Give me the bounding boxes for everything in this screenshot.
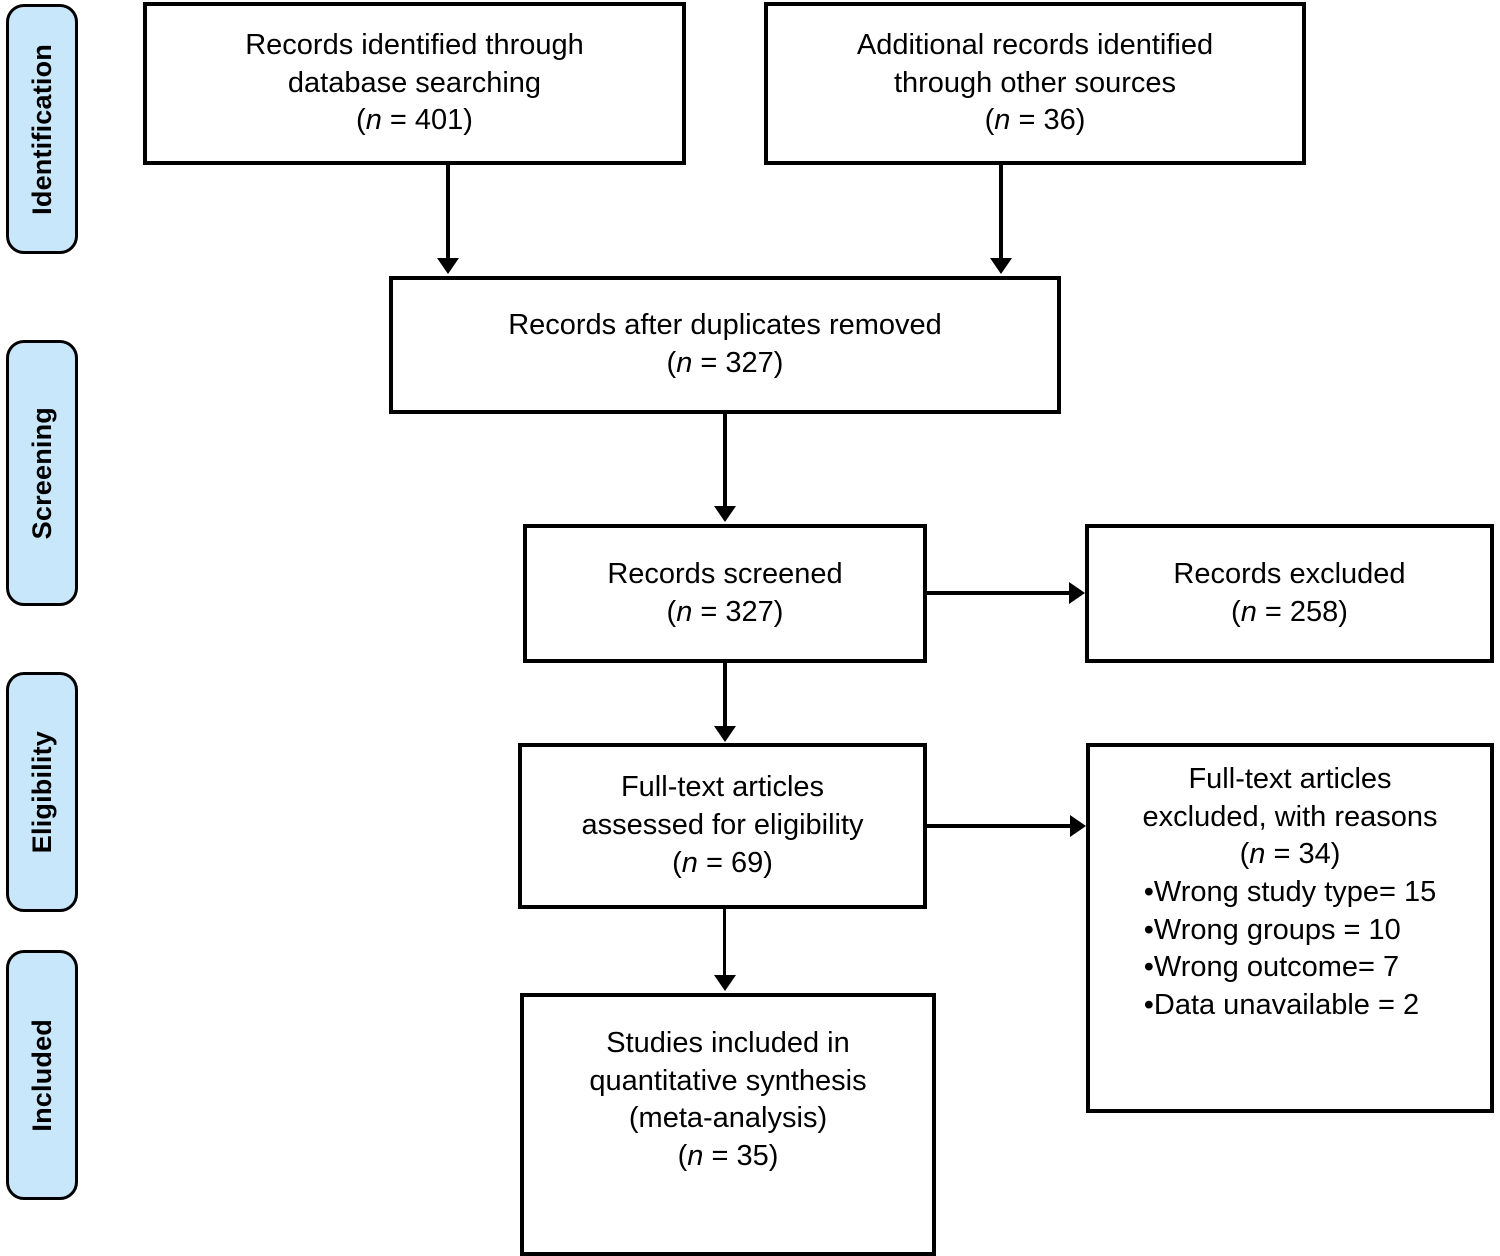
n-paren-open: ( xyxy=(1239,838,1250,871)
connector-fulltext-to-excluded-reasons xyxy=(927,824,1071,828)
connector-other-sources-to-duplicates xyxy=(999,165,1003,260)
arrowhead-duplicates-to-screened xyxy=(714,506,736,522)
box-records-excluded: Records excluded (n = 258) xyxy=(1085,524,1494,663)
stage-label-screening: Screening xyxy=(6,340,78,606)
box-records-identified-database-title: Records identified through database sear… xyxy=(245,28,584,99)
n-italic: n xyxy=(994,104,1011,137)
n-value: = 327) xyxy=(692,595,784,628)
stage-label-eligibility-text: Eligibility xyxy=(26,730,57,854)
box-fulltext-excluded-with-reasons-title: Full-text articles excluded, with reason… xyxy=(1142,763,1438,833)
n-value: = 36) xyxy=(1010,104,1086,137)
arrowhead-screened-to-excluded xyxy=(1069,582,1085,604)
connector-duplicates-to-screened xyxy=(723,414,727,507)
box-records-after-duplicates-removed: Records after duplicates removed (n = 327… xyxy=(389,276,1061,414)
box-fulltext-excluded-with-reasons-text: Full-text articles excluded, with reason… xyxy=(1133,747,1448,1025)
connector-fulltext-to-included xyxy=(723,909,726,977)
n-value: = 327) xyxy=(692,347,784,379)
box-studies-included-title: Studies included in quantitative synthes… xyxy=(589,1027,867,1135)
box-fulltext-assessed-for-eligibility: Full-text articles assessed for eligibil… xyxy=(518,743,927,909)
n-paren-open: ( xyxy=(672,846,682,879)
arrowhead-screened-to-fulltext xyxy=(714,726,736,742)
n-paren-open: ( xyxy=(677,1140,688,1173)
box-records-identified-database-text: Records identified through database sear… xyxy=(235,27,594,140)
n-italic: n xyxy=(687,1140,704,1173)
box-records-screened: Records screened (n = 327) xyxy=(523,524,927,663)
n-italic: n xyxy=(676,595,693,628)
box-records-identified-other-sources: Additional records identified through ot… xyxy=(764,2,1306,165)
box-records-excluded-title: Records excluded xyxy=(1173,557,1406,590)
stage-label-identification-text: Identification xyxy=(26,43,57,215)
n-paren-open: ( xyxy=(666,595,677,628)
stage-label-eligibility: Eligibility xyxy=(6,672,78,912)
arrowhead-fulltext-to-excluded-reasons xyxy=(1070,815,1086,837)
n-italic: n xyxy=(681,846,698,879)
connector-screened-to-fulltext xyxy=(723,663,727,728)
n-italic: n xyxy=(676,347,693,379)
arrowhead-other-sources-to-duplicates xyxy=(990,258,1012,274)
box-records-excluded-text: Records excluded (n = 258) xyxy=(1163,556,1415,631)
stage-label-identification: Identification xyxy=(6,4,78,254)
n-italic: n xyxy=(1249,838,1266,871)
n-paren-open: ( xyxy=(666,347,677,379)
exclusion-reasons-list: •Wrong study type= 15 •Wrong groups = 10… xyxy=(1143,876,1437,1022)
connector-database-to-duplicates xyxy=(446,165,450,260)
box-records-identified-other-sources-title: Additional records identified through ot… xyxy=(856,28,1214,99)
box-studies-included-quantitative-synthesis-text: Studies included in quantitative synthes… xyxy=(579,997,876,1176)
connector-screened-to-excluded xyxy=(927,591,1070,595)
n-paren-open: ( xyxy=(1231,595,1241,628)
n-value: = 34) xyxy=(1265,838,1341,871)
box-fulltext-assessed-for-eligibility-text: Full-text articles assessed for eligibil… xyxy=(571,769,873,882)
box-fulltext-assessed-for-eligibility-title: Full-text articles assessed for eligibil… xyxy=(581,771,864,842)
box-fulltext-excluded-with-reasons: Full-text articles excluded, with reason… xyxy=(1086,743,1494,1113)
n-value: = 69) xyxy=(697,846,773,879)
arrowhead-fulltext-to-included xyxy=(714,975,736,991)
n-value: = 258) xyxy=(1256,595,1348,628)
n-value: = 35) xyxy=(703,1140,779,1173)
n-paren-open: ( xyxy=(984,104,995,137)
stage-label-included-text: Included xyxy=(26,1018,57,1132)
box-records-identified-other-sources-text: Additional records identified through ot… xyxy=(847,27,1223,140)
n-value: = 401) xyxy=(381,104,473,137)
stage-label-included: Included xyxy=(6,950,78,1200)
n-italic: n xyxy=(1240,595,1257,628)
box-records-screened-title: Records screened xyxy=(607,557,843,590)
n-italic: n xyxy=(365,104,382,137)
stage-label-screening-text: Screening xyxy=(26,406,57,540)
box-records-screened-text: Records screened (n = 327) xyxy=(597,556,852,631)
arrowhead-database-to-duplicates xyxy=(437,258,459,274)
box-records-identified-database: Records identified through database sear… xyxy=(143,2,686,165)
box-records-after-duplicates-removed-text: Records after duplicates removed (n = 327… xyxy=(498,307,952,382)
box-records-after-duplicates-removed-title: Records after duplicates removed xyxy=(508,309,942,342)
n-paren-open: ( xyxy=(356,104,366,137)
box-studies-included-quantitative-synthesis: Studies included in quantitative synthes… xyxy=(520,993,936,1256)
